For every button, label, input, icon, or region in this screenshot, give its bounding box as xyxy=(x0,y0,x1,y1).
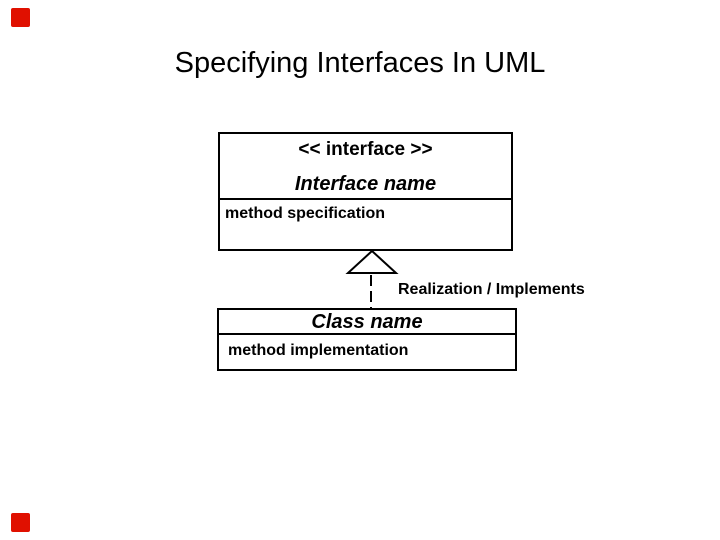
interface-name-label: Interface name xyxy=(294,173,437,195)
realization-arrow-icon xyxy=(345,249,399,311)
class-method-compartment: method implementation xyxy=(228,342,409,359)
red-corner-marker-bottom-left xyxy=(11,513,30,532)
uml-class-box: Class name method implementation xyxy=(217,308,517,371)
class-name-compartment: Class name xyxy=(219,310,515,335)
uml-interface-box: << interface >> Interface name method sp… xyxy=(218,132,513,251)
hollow-triangle-arrowhead xyxy=(345,249,399,274)
class-name-label: Class name xyxy=(311,311,423,333)
page-title: Specifying Interfaces In UML xyxy=(174,47,546,79)
interface-header-compartment: << interface >> Interface name xyxy=(220,134,511,200)
realization-label: Realization / Implements xyxy=(398,281,585,298)
red-corner-marker-top-left xyxy=(11,8,30,27)
interface-method-compartment: method specification xyxy=(225,205,386,222)
interface-stereotype-label: << interface >> xyxy=(298,139,433,160)
